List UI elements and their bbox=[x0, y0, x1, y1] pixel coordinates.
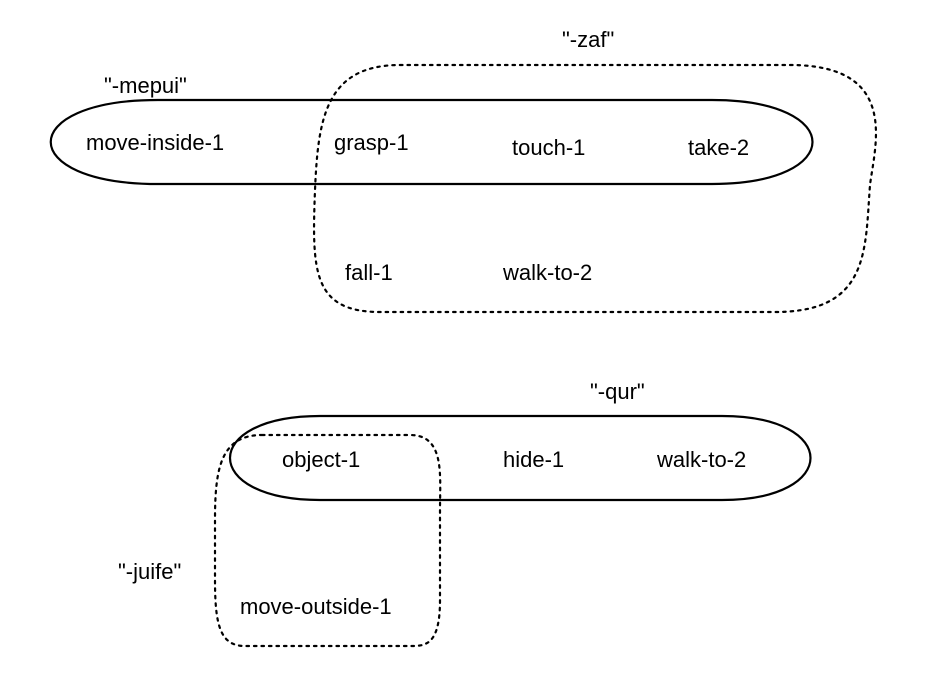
group-zaf-label: "-zaf" bbox=[562, 27, 614, 52]
group-qur-label: "-qur" bbox=[590, 379, 645, 404]
item-grasp-1: grasp-1 bbox=[334, 130, 409, 155]
item-walk-to-2-top: walk-to-2 bbox=[502, 260, 592, 285]
item-move-inside-1: move-inside-1 bbox=[86, 130, 224, 155]
item-touch-1: touch-1 bbox=[512, 135, 585, 160]
item-move-outside-1: move-outside-1 bbox=[240, 594, 392, 619]
group-juife-outline bbox=[213, 433, 442, 648]
item-walk-to-2-bottom: walk-to-2 bbox=[656, 447, 746, 472]
item-object-1: object-1 bbox=[282, 447, 360, 472]
group-zaf-outline bbox=[312, 63, 877, 314]
item-hide-1: hide-1 bbox=[503, 447, 564, 472]
item-take-2: take-2 bbox=[688, 135, 749, 160]
group-mepui-outline bbox=[49, 98, 814, 186]
group-qur-outline bbox=[228, 414, 812, 502]
group-mepui-label: "-mepui" bbox=[104, 73, 187, 98]
group-juife-label: "-juife" bbox=[118, 559, 181, 584]
item-fall-1: fall-1 bbox=[345, 260, 393, 285]
